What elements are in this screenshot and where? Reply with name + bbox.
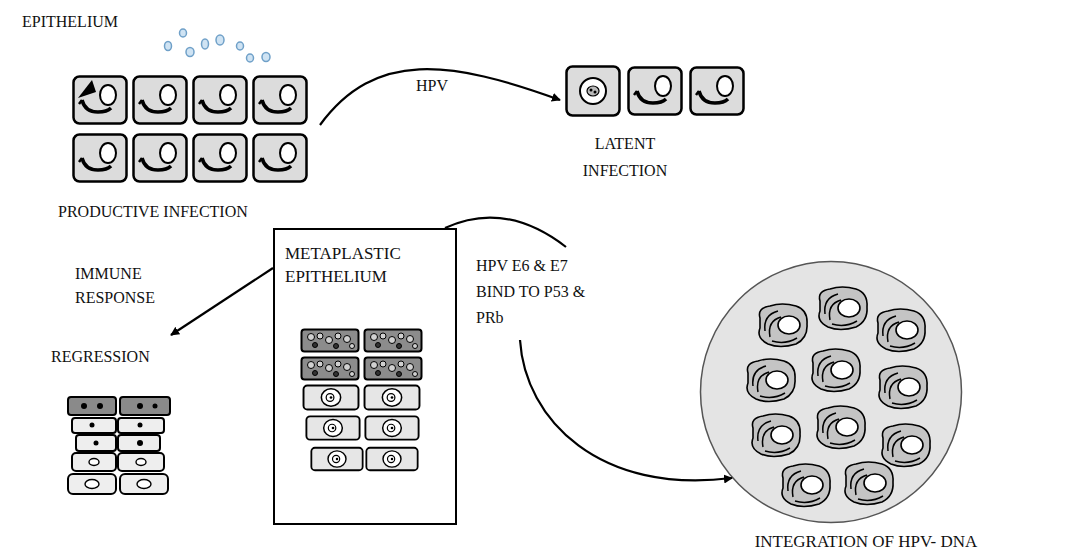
regression-cells-part [90, 423, 95, 428]
regression-cells-part [68, 474, 116, 494]
productive-epithelium-cells-part [78, 80, 96, 98]
regression-cells-part [118, 435, 160, 451]
virus-particles-part [262, 53, 270, 62]
transformed-cells-part [782, 464, 830, 507]
regression-cells-part [85, 480, 99, 489]
regression-cells-part [120, 397, 170, 415]
regression-cells-part [76, 435, 116, 451]
virus-particles-part [237, 42, 244, 50]
metaplastic-cells-part [302, 330, 359, 352]
latent-infection-cells-part [567, 67, 620, 116]
metaplastic-cells-part [365, 330, 422, 352]
metaplastic-cells [302, 330, 422, 471]
metaplastic-cells-part [306, 416, 359, 439]
virus-particles-part [202, 39, 209, 49]
regression-cells-part [68, 397, 116, 415]
cell-group: EPITHELIUMPRODUCTIVE INFECTION [20, 8, 320, 228]
productive-epithelium-cells-part [194, 77, 247, 124]
node-sublabel: PRODUCTIVE INFECTION [58, 200, 328, 224]
regression-cells-part [72, 418, 116, 433]
transformed-cells-part [879, 366, 927, 409]
node-label: INTEGRATION OF HPV- DNA [689, 530, 1043, 554]
regression-cells-part [72, 453, 116, 471]
edge-label: HPV E6 & E7 BIND TO P53 & PRb [476, 253, 604, 331]
regression-cells-part [136, 459, 146, 466]
virus-particles-part [247, 54, 254, 62]
regression-cells-part [89, 459, 99, 466]
arrow-connector [171, 268, 273, 335]
metaplastic-cells-part [304, 385, 359, 409]
edge-label: IMMUNE RESPONSE [75, 262, 190, 310]
productive-epithelium-cells [74, 77, 307, 182]
regression-cells-part [120, 474, 168, 494]
regression-cells-part [94, 441, 99, 446]
virus-particles-part [180, 29, 187, 37]
transformed-cells-part [877, 309, 925, 352]
regression-cells-part [137, 440, 143, 446]
circle-shape [701, 262, 962, 523]
latent-infection-cells-part [629, 68, 682, 115]
cell-group: REGRESSION [45, 335, 180, 500]
metaplastic-cells-part [311, 448, 362, 471]
metaplastic-cells-part [366, 448, 417, 471]
transformed-cells-part [747, 359, 795, 402]
regression-cells-part [118, 418, 164, 433]
regression-cells-part [138, 423, 143, 428]
regression-cells-part [97, 403, 103, 409]
metaplastic-cells-part [365, 358, 422, 380]
edge-label: HPV [416, 74, 476, 98]
transformed-cells-part [882, 424, 930, 467]
process-box: METAPLASTIC EPITHELIUM [273, 228, 457, 525]
cell-group: LATENT INFECTION [560, 60, 760, 180]
node-label: EPITHELIUM [22, 10, 222, 34]
metaplastic-cells-part [365, 416, 418, 439]
arrow-connector [320, 69, 560, 125]
metaplastic-cells-part [302, 358, 359, 380]
productive-epithelium-cells-part [254, 77, 307, 124]
metaplastic-cells-part [365, 385, 420, 409]
productive-epithelium-cells-part [134, 77, 187, 124]
latent-infection-cells-part [691, 68, 744, 115]
productive-epithelium-cells-part [74, 77, 127, 124]
regression-cells-part [137, 480, 151, 489]
productive-epithelium-cells-part [74, 135, 127, 182]
regression-cells [68, 397, 170, 494]
transformed-cells [747, 287, 930, 507]
regression-cells-part [137, 403, 143, 409]
transformed-cells-part [812, 349, 860, 392]
transformed-cells-part [819, 287, 867, 330]
virus-particles-part [216, 35, 224, 45]
node-label: REGRESSION [51, 345, 181, 369]
virus-particles [165, 29, 271, 62]
productive-epithelium-cells-part [194, 135, 247, 182]
transformed-cells-part [845, 462, 893, 505]
circle-outline [699, 260, 963, 524]
circle-node: INTEGRATION OF HPV- DNA [699, 260, 963, 550]
virus-particles-part [186, 48, 194, 57]
transformed-cells-part [752, 414, 800, 457]
productive-epithelium-cells-part [254, 135, 307, 182]
regression-cells-part [153, 404, 158, 409]
arrow-connector [445, 218, 732, 481]
regression-cells-part [118, 453, 164, 471]
node-label: LATENT INFECTION [560, 130, 690, 184]
transformed-cells-part [759, 304, 807, 347]
virus-particles-part [165, 42, 172, 51]
transformed-cells-part [817, 406, 865, 449]
regression-cells-part [81, 403, 87, 409]
node-label: METAPLASTIC EPITHELIUM [285, 242, 450, 288]
productive-epithelium-cells-part [134, 135, 187, 182]
latent-infection-cells [567, 67, 744, 116]
